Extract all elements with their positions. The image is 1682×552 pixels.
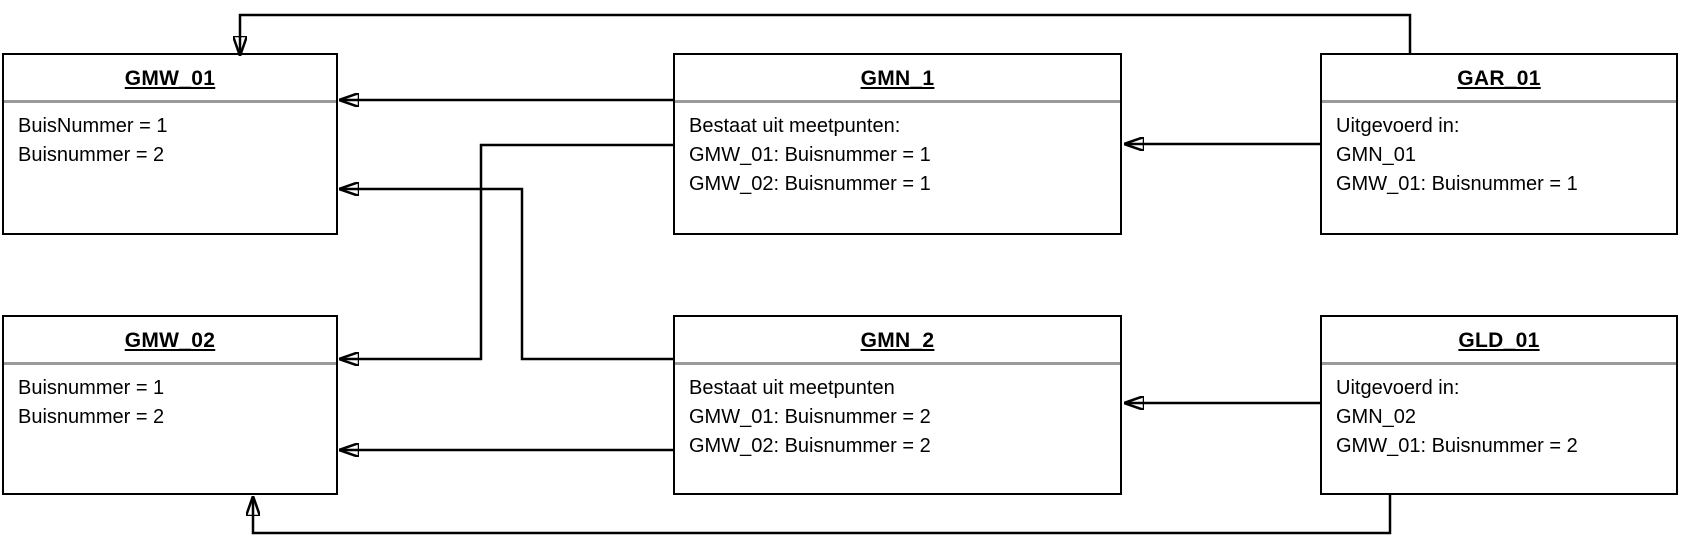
edge-gar01-to-gmw01-top-route-arrow: [240, 13, 1412, 55]
node-gld-01-divider: [1322, 362, 1676, 365]
node-text-line: GMW_02: Buisnummer = 1: [689, 173, 931, 195]
node-text-line: GMW_01: Buisnummer = 2: [689, 406, 931, 428]
node-gld-01-title: GLD_01: [1458, 329, 1540, 352]
node-text-line: Bestaat uit meetpunten: [689, 377, 895, 399]
node-text-line: GMN_01: [1336, 144, 1417, 166]
node-gmw-01-divider: [4, 100, 336, 103]
node-gmw-01-body: BuisNummer = 1 Buisnummer = 2: [4, 103, 336, 170]
node-gmw-02-body: Buisnummer = 1 Buisnummer = 2: [4, 365, 336, 432]
node-gmn-2-divider: [675, 362, 1120, 365]
node-text-line: GMW_01: Buisnummer = 1: [1336, 173, 1578, 195]
node-gmn-2-title: GMN_2: [860, 329, 935, 352]
node-gld-01: GLD_01 Uitgevoerd in: GMN_02 GMW_01: Bui…: [1320, 315, 1678, 495]
node-text-line: GMN_02: [1336, 406, 1417, 428]
node-text-line: GMW_01: Buisnummer = 2: [1336, 435, 1578, 457]
node-text-line: GMW_01: Buisnummer = 1: [689, 144, 931, 166]
node-gar-01-title: GAR_01: [1457, 67, 1541, 90]
node-gmn-1-divider: [675, 100, 1120, 103]
edge-gmn1-to-gmw02-arrow: [340, 143, 674, 359]
edge-gmn2-to-gmw01-arrow: [340, 189, 674, 361]
node-text-line: Buisnummer = 2: [18, 406, 165, 428]
node-gmw-02-divider: [4, 362, 336, 365]
node-gmw-02-title: GMW_02: [124, 329, 216, 352]
node-text-line: BuisNummer = 1: [18, 115, 168, 137]
node-gld-01-body: Uitgevoerd in: GMN_02 GMW_01: Buisnummer…: [1322, 365, 1676, 461]
node-text-line: Uitgevoerd in:: [1336, 115, 1460, 137]
node-gmw-02: GMW_02 Buisnummer = 1 Buisnummer = 2: [2, 315, 338, 495]
node-gar-01: GAR_01 Uitgevoerd in: GMN_01 GMW_01: Bui…: [1320, 53, 1678, 235]
node-text-line: GMW_02: Buisnummer = 2: [689, 435, 931, 457]
node-gmw-01: GMW_01 BuisNummer = 1 Buisnummer = 2: [2, 53, 338, 235]
node-gar-01-divider: [1322, 100, 1676, 103]
node-gar-01-body: Uitgevoerd in: GMN_01 GMW_01: Buisnummer…: [1322, 103, 1676, 199]
node-gmn-1: GMN_1 Bestaat uit meetpunten: GMW_01: Bu…: [673, 53, 1122, 235]
node-gmn-2-body: Bestaat uit meetpunten GMW_01: Buisnumme…: [675, 365, 1120, 461]
node-gmn-1-body: Bestaat uit meetpunten: GMW_01: Buisnumm…: [675, 103, 1120, 199]
node-gmw-01-title: GMW_01: [124, 67, 216, 90]
node-gmn-1-title: GMN_1: [860, 67, 935, 90]
edge-gld01-to-gmw02-bottom-route-arrow: [253, 493, 1392, 535]
node-gmn-2: GMN_2 Bestaat uit meetpunten GMW_01: Bui…: [673, 315, 1122, 495]
node-text-line: Buisnummer = 2: [18, 144, 165, 166]
node-text-line: Bestaat uit meetpunten:: [689, 115, 901, 137]
node-text-line: Buisnummer = 1: [18, 377, 165, 399]
node-text-line: Uitgevoerd in:: [1336, 377, 1460, 399]
